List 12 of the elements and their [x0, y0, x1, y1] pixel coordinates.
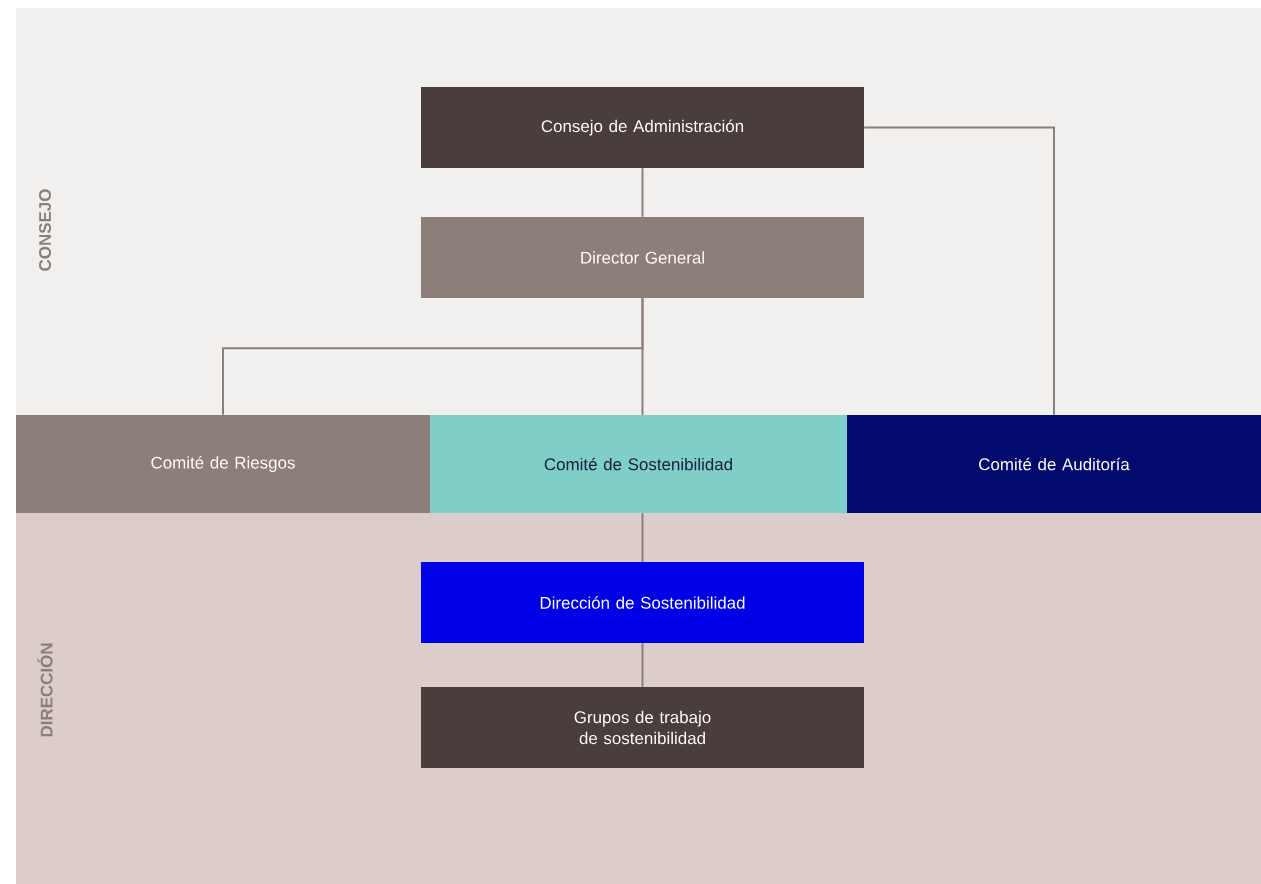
org-box: Comité de Riesgos [16, 415, 430, 513]
org-box: Grupos de trabajo de sostenibilidad [421, 687, 864, 768]
org-box: Consejo de Administración [421, 87, 864, 168]
connector-line [641, 297, 644, 416]
org-box: Director General [421, 217, 864, 298]
connector-line [641, 512, 644, 563]
connector-line [641, 642, 644, 688]
connector-line [641, 167, 644, 218]
org-box: Dirección de Sostenibilidad [421, 562, 864, 643]
connector-line [863, 126, 1055, 416]
org-box: Comité de Sostenibilidad [430, 415, 847, 513]
org-box: Comité de Auditoría [847, 415, 1261, 513]
